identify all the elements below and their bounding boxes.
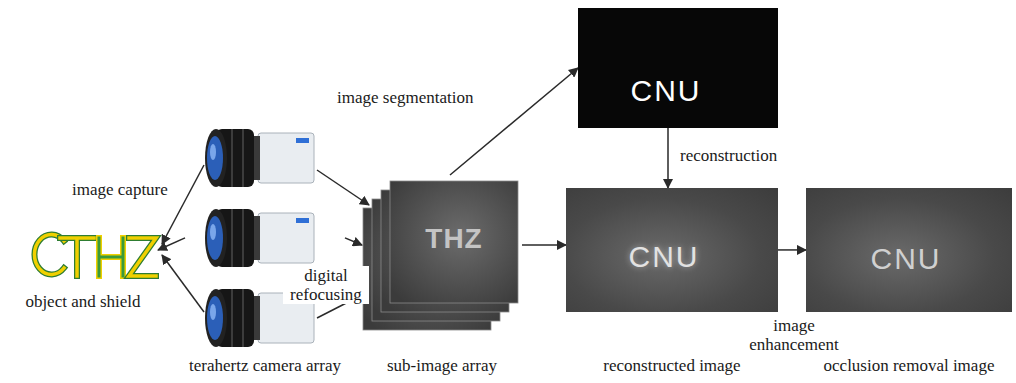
flow-arrow bbox=[450, 68, 578, 175]
flow-arrow bbox=[778, 249, 806, 251]
caption: reconstructed image bbox=[603, 356, 740, 376]
caption: terahertz camera array bbox=[189, 356, 341, 376]
guide-arrow bbox=[162, 165, 369, 318]
step-label: reconstruction bbox=[678, 146, 779, 165]
step-label: image capture bbox=[70, 180, 170, 199]
caption: occlusion removal image bbox=[824, 356, 995, 376]
caption: sub-image array bbox=[387, 356, 497, 376]
flow-arrow bbox=[522, 244, 566, 246]
image-text: CNU bbox=[629, 240, 700, 275]
image-text: CNU bbox=[631, 74, 702, 109]
image-layer bbox=[363, 181, 518, 330]
occlusion-removal-image: CNU occlusion removal image bbox=[806, 188, 1012, 378]
letter-figure bbox=[34, 235, 156, 276]
flow-arrow bbox=[158, 238, 185, 250]
object-figure: object and shield bbox=[8, 228, 158, 320]
image-text: THZ bbox=[425, 223, 482, 255]
camera-icon bbox=[205, 289, 314, 347]
step-label: digital refocusing bbox=[283, 266, 369, 304]
camera-array: terahertz camera array bbox=[185, 125, 345, 381]
reconstructed-image: CNU reconstructed image bbox=[566, 188, 778, 378]
segmented-image: CNU bbox=[578, 8, 778, 128]
step-label: image enhancement bbox=[742, 316, 846, 354]
image-text: CNU bbox=[871, 242, 942, 277]
camera-icon bbox=[205, 129, 314, 187]
flow-arrow bbox=[345, 238, 362, 245]
caption: object and shield bbox=[25, 292, 140, 312]
step-label: image segmentation bbox=[335, 88, 475, 107]
sub-image-stack: THZ sub-image array bbox=[362, 175, 522, 378]
camera-icon bbox=[205, 209, 314, 267]
flow-arrow bbox=[667, 128, 669, 188]
